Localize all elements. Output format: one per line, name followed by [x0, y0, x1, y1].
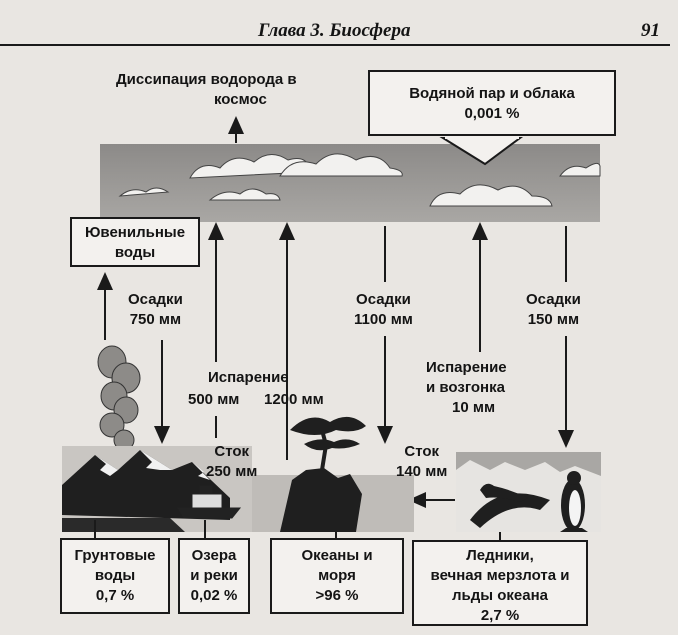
runoff-140-label: Сток 140 мм — [396, 443, 448, 480]
precip-1100-label: Осадки 1100 мм — [354, 291, 413, 328]
oceans-box: Океаны и моря >96 % — [270, 538, 404, 614]
chapter-title: Глава 3. Биосфера — [258, 20, 411, 41]
evap-1200-label: 1200 мм — [264, 391, 324, 408]
precip-150-label: Осадки 150 мм — [526, 291, 581, 328]
runoff-250-label: Сток 250 мм — [206, 443, 258, 480]
juvenile-box: Ювенильные воды — [70, 217, 200, 267]
page-header: Глава 3. Биосфера 91 — [0, 0, 678, 46]
glaciers-box: Ледники, вечная мерзлота и льды океана 2… — [412, 540, 588, 626]
ship-graphic — [177, 485, 242, 519]
evap-main-label: Испарение — [208, 369, 289, 386]
evap-500-label: 500 мм — [188, 391, 240, 408]
precip-750-label: Осадки 750 мм — [128, 291, 183, 328]
evap-10-label: Испарение и возгонка 10 мм — [426, 359, 507, 416]
header-rule — [0, 44, 670, 46]
volcano-smoke — [97, 345, 141, 451]
page-number: 91 — [641, 20, 660, 41]
atmosphere-band — [100, 144, 600, 222]
vapor-box: Водяной пар и облака 0,001 % — [368, 70, 616, 136]
dissipation-label: Диссипация водорода в космос — [116, 71, 297, 108]
lakes-box: Озера и реки 0,02 % — [178, 538, 250, 614]
ocean-island — [252, 416, 414, 532]
groundwater-box: Грунтовые воды 0,7 % — [60, 538, 170, 614]
cloud-group — [118, 153, 601, 207]
glacier-scene — [456, 452, 601, 532]
